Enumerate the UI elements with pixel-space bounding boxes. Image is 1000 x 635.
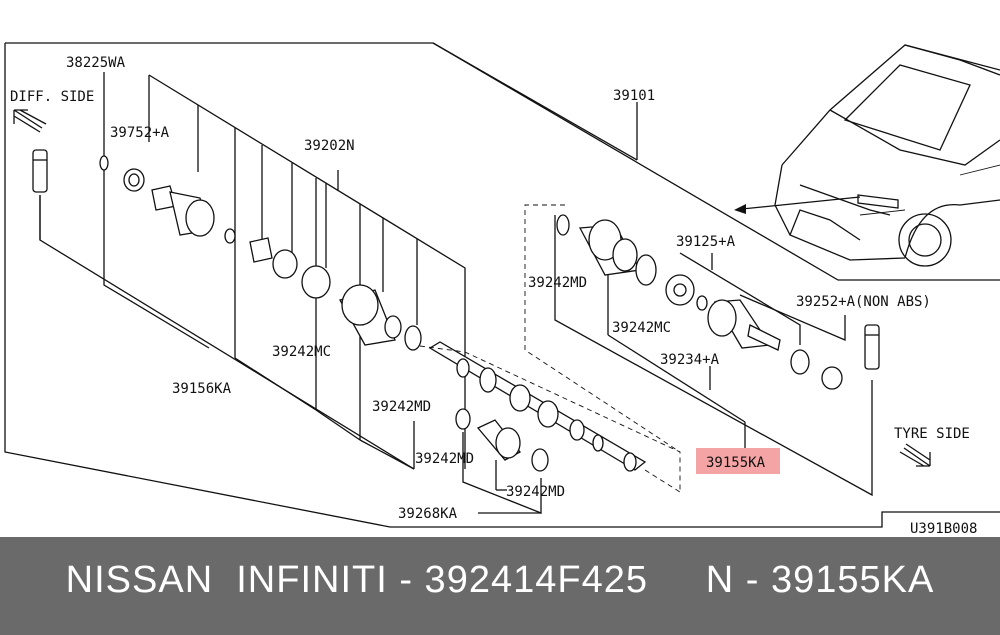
leader-right-bracket xyxy=(554,215,873,497)
lower-boot-parts xyxy=(455,408,549,472)
center-shaft xyxy=(428,341,647,472)
label-39242mc-left: 39242MC xyxy=(272,344,331,360)
label-tyre-side: TYRE SIDE xyxy=(894,426,970,442)
label-39242md-right-group: 39242MD xyxy=(528,275,587,291)
dashed-outline-right xyxy=(524,204,681,453)
label-39252a: 39252+A(NON ABS) xyxy=(796,294,931,310)
left-shaft-parts xyxy=(32,149,422,351)
label-39101: 39101 xyxy=(613,88,655,104)
label-39242md-bottom: 39242MD xyxy=(506,484,565,500)
leader-38225wa xyxy=(103,72,210,349)
label-39242md-mid: 39242MD xyxy=(372,399,431,415)
car-illustration xyxy=(774,44,1000,267)
label-39752a: 39752+A xyxy=(110,125,170,141)
highlight-39155ka xyxy=(696,448,780,474)
leader-39125a xyxy=(679,252,801,345)
label-39125a: 39125+A xyxy=(676,234,736,250)
leader-right-vertical xyxy=(148,74,466,469)
label-39268ka: 39268KA xyxy=(398,506,458,522)
right-joint-parts xyxy=(556,214,880,390)
leader-39252a xyxy=(739,294,846,341)
frame-bottom xyxy=(4,43,1000,528)
label-39155ka: 39155KA xyxy=(706,455,766,471)
frame-top xyxy=(5,42,1000,281)
diagram-code: U391B008 xyxy=(910,521,977,537)
label-39202n: 39202N xyxy=(304,138,355,154)
leader-39268ka xyxy=(462,432,542,514)
label-39242md-low: 39242MD xyxy=(415,451,474,467)
label-39242mc-right: 39242MC xyxy=(612,320,671,336)
label-39234a: 39234+A xyxy=(660,352,720,368)
car-pointer-line xyxy=(741,196,861,210)
footer-bar: NISSAN INFINITI - 392414F425 N - 39155KA xyxy=(0,537,1000,635)
diff-side-arrow-icon xyxy=(13,109,47,133)
tyre-side-arrow-icon xyxy=(899,443,931,467)
dashed-outline-shaft xyxy=(419,345,681,492)
label-38225wa: 38225WA xyxy=(66,55,126,71)
car-pointer-arrowhead xyxy=(734,204,746,214)
parts-diagram: DIFF. SIDE TYRE SIDE xyxy=(4,42,1000,537)
label-39156ka: 39156KA xyxy=(172,381,232,397)
label-diff-side: DIFF. SIDE xyxy=(10,89,94,105)
footer-part-numbers: NISSAN INFINITI - 392414F425 N - 39155KA xyxy=(65,559,935,601)
